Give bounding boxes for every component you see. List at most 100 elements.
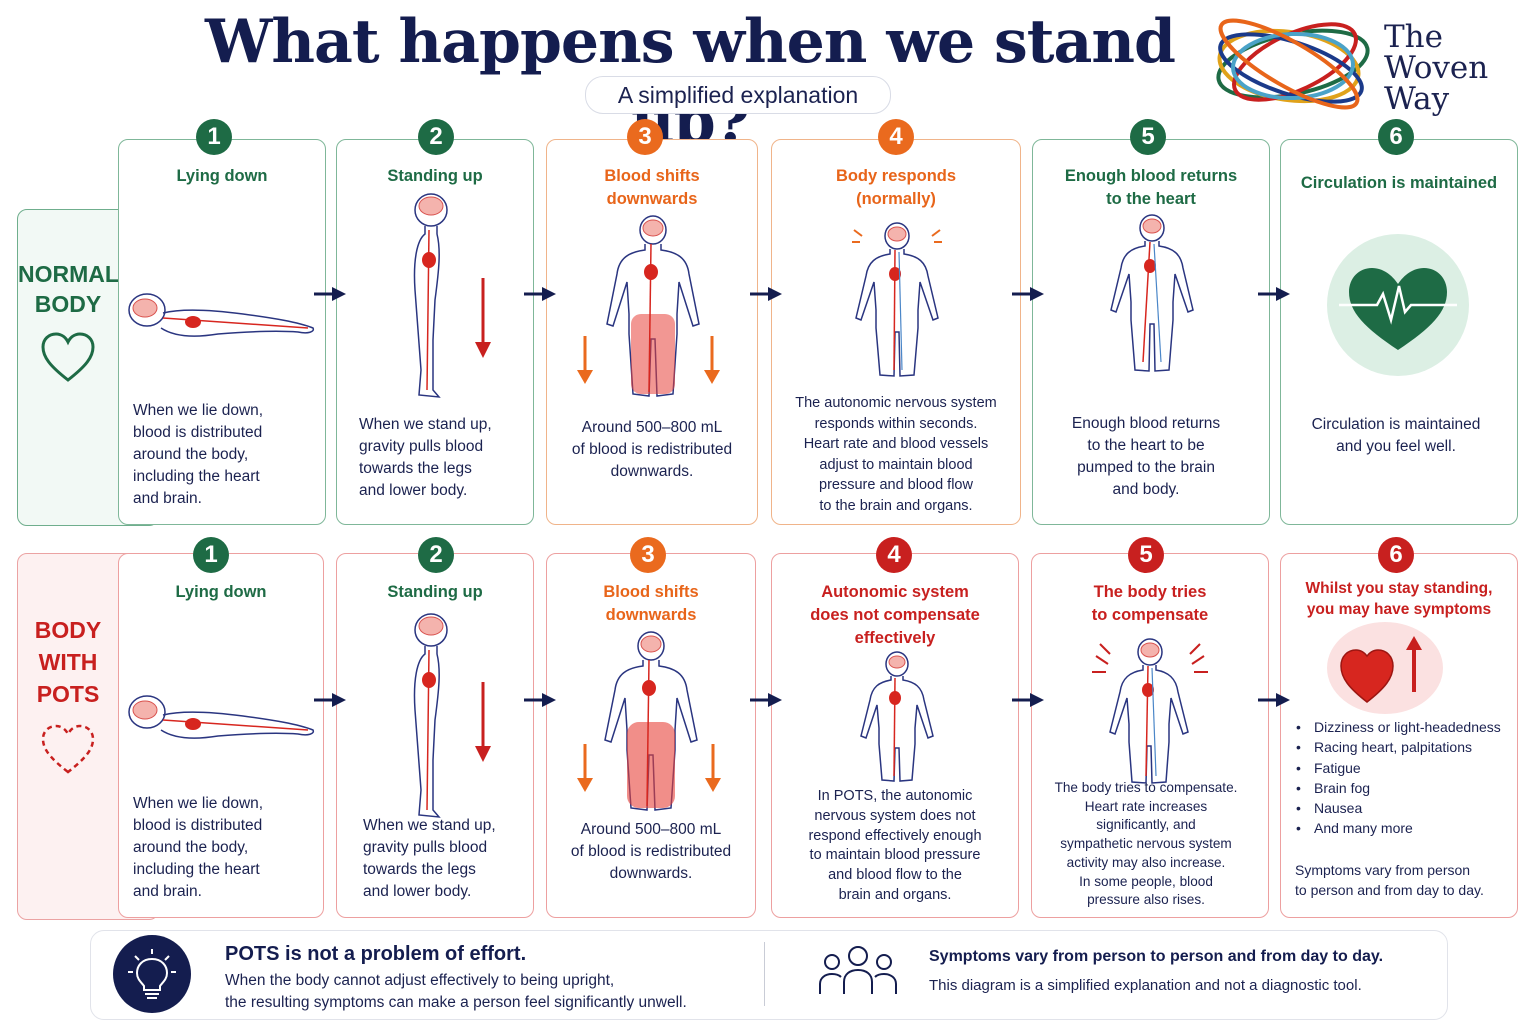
text-line: Enough blood returns <box>1071 415 1221 432</box>
text-line: respond effectively enough <box>808 827 982 844</box>
step-heading: Whilst you stay standing, you may have s… <box>1281 578 1517 620</box>
text-line: When the body cannot adjust effectively … <box>225 972 615 989</box>
text-line: In some people, blood <box>1079 873 1213 889</box>
step-description: The autonomic nervous system responds wi… <box>772 393 1020 516</box>
text-line: Heart rate and blood vessels <box>803 436 989 452</box>
text-line: of blood is redistributed <box>571 441 733 458</box>
text-line: to the heart to be <box>1087 437 1205 454</box>
logo-wordmark: The Woven Way <box>1384 22 1488 115</box>
text-line: When we stand up, <box>359 416 492 433</box>
text-line: responds within seconds. <box>814 415 978 432</box>
step-number-badge: 2 <box>418 119 454 155</box>
row-label-text: POTS <box>36 681 100 707</box>
heading-line: downwards <box>605 606 697 624</box>
text-line: When we lie down, <box>133 795 264 812</box>
heading-line: you may have symptoms <box>1306 601 1492 618</box>
step-number-badge: 6 <box>1378 119 1414 155</box>
text-line: downwards. <box>610 463 694 480</box>
step-number-badge: 6 <box>1378 537 1414 573</box>
heading-line: downwards <box>606 190 698 208</box>
step-heading: Body responds (normally) <box>772 165 1020 211</box>
step-number-badge: 5 <box>1130 119 1166 155</box>
text-line: gravity pulls blood <box>359 438 484 455</box>
heading-line: Blood shifts <box>603 583 699 601</box>
text-line: adjust to maintain blood <box>819 456 973 473</box>
text-line: blood is distributed <box>133 424 263 441</box>
heading-line: Autonomic system <box>821 583 969 601</box>
text-line: Around 500–800 mL <box>580 821 722 838</box>
text-line: the resulting symptoms can make a person… <box>225 994 687 1011</box>
text-line: When we stand up, <box>363 817 496 834</box>
text-line: significantly, and <box>1096 817 1196 833</box>
step-description: When we lie down, blood is distributed a… <box>133 400 263 510</box>
footer-left-title: POTS is not a problem of effort. <box>225 943 527 965</box>
step-heading: Lying down <box>176 167 268 185</box>
symptom-list: Dizziness or light-headedness Racing hea… <box>1296 717 1501 839</box>
heartbeat-icon <box>1327 234 1469 376</box>
step-heading: Blood shifts downwards <box>547 581 755 627</box>
step-card-pots-5: The body tries to compensate The body tr… <box>1031 553 1269 918</box>
heading-line: (normally) <box>856 190 936 208</box>
text-line: sympathetic nervous system <box>1060 836 1232 852</box>
step-card-pots-4: Autonomic system does not compensate eff… <box>771 553 1019 918</box>
step-card-normal-2: Standing up When we stand up, gravity pu… <box>336 139 534 525</box>
text-line: of blood is redistributed <box>570 843 732 860</box>
down-arrow-icon <box>577 336 593 384</box>
down-arrow-icon <box>475 278 491 358</box>
body-lying-down-icon <box>128 695 315 739</box>
step-card-normal-1: Lying down When we lie down, blood is di… <box>118 139 326 525</box>
page-subtitle: A simplified explanation <box>585 76 891 114</box>
text-line: and brain. <box>133 490 202 507</box>
step-heading: Autonomic system does not compensate eff… <box>772 581 1018 650</box>
step-card-normal-3: Blood shifts downwards Around 500–800 mL… <box>546 139 758 525</box>
text-line: brain and organs. <box>838 886 952 903</box>
step-heading: Blood shifts downwards <box>547 165 757 211</box>
text-line: and lower body. <box>359 482 468 499</box>
text-line: pumped to the brain <box>1077 459 1215 476</box>
text-line: In POTS, the autonomic <box>817 788 973 804</box>
text-line: and blood flow to the <box>828 867 962 884</box>
logo-line: Way <box>1384 81 1450 117</box>
text-line: nervous system does not <box>814 807 976 824</box>
step-description: Circulation is maintained and you feel w… <box>1281 414 1511 458</box>
down-arrow-icon <box>705 744 721 792</box>
step-heading: The body tries to compensate <box>1032 581 1268 627</box>
step-number-badge: 4 <box>876 537 912 573</box>
body-front-blood-pooling-icon <box>606 215 700 397</box>
step-description: Symptoms vary from person to person and … <box>1295 860 1484 900</box>
step-card-pots-1: Lying down When we lie down, blood is di… <box>118 553 324 918</box>
step-description: When we stand up, gravity pulls blood to… <box>359 414 492 502</box>
heart-outline-icon <box>41 332 95 382</box>
down-arrow-icon <box>475 682 491 762</box>
text-line: pressure also rises. <box>1087 892 1205 908</box>
text-line: pressure and blood flow <box>819 477 973 493</box>
heading-line: effectively <box>854 629 936 647</box>
step-number-badge: 1 <box>193 537 229 573</box>
text-line: and body. <box>1112 481 1180 498</box>
step-heading: Enough blood returns to the heart <box>1033 165 1269 211</box>
step-number-badge: 2 <box>418 537 454 573</box>
text-line: gravity pulls blood <box>363 839 488 856</box>
text-line: Circulation is maintained <box>1311 416 1481 433</box>
text-line: Heart rate increases <box>1084 798 1208 814</box>
step-description: When we lie down, blood is distributed a… <box>133 793 263 903</box>
body-lying-down-icon <box>128 293 315 337</box>
text-line: to the brain and organs. <box>819 497 973 514</box>
list-item: Racing heart, palpitations <box>1296 737 1501 757</box>
step-heading: Circulation is maintained <box>1300 174 1498 192</box>
step-heading: Standing up <box>387 167 483 185</box>
step-description: Around 500–800 mL of blood is redistribu… <box>547 819 755 885</box>
divider <box>764 942 765 1006</box>
woven-way-logo-icon <box>1216 18 1370 110</box>
heading-line: Enough blood returns <box>1064 167 1238 185</box>
footer-right-text: This diagram is a simplified explanation… <box>929 977 1362 994</box>
body-front-blood-pooling-icon <box>604 631 698 811</box>
step-card-normal-6: Circulation is maintained Circulation is… <box>1280 139 1518 525</box>
body-standing-side-icon <box>413 193 448 398</box>
step-description: Around 500–800 mL of blood is redistribu… <box>547 417 757 483</box>
step-description: In POTS, the autonomic nervous system do… <box>772 787 1018 906</box>
heading-line: to compensate <box>1091 606 1209 624</box>
heart-up-arrow-icon <box>1327 622 1443 714</box>
people-group-icon <box>819 946 897 994</box>
text-line: including the heart <box>133 468 260 485</box>
